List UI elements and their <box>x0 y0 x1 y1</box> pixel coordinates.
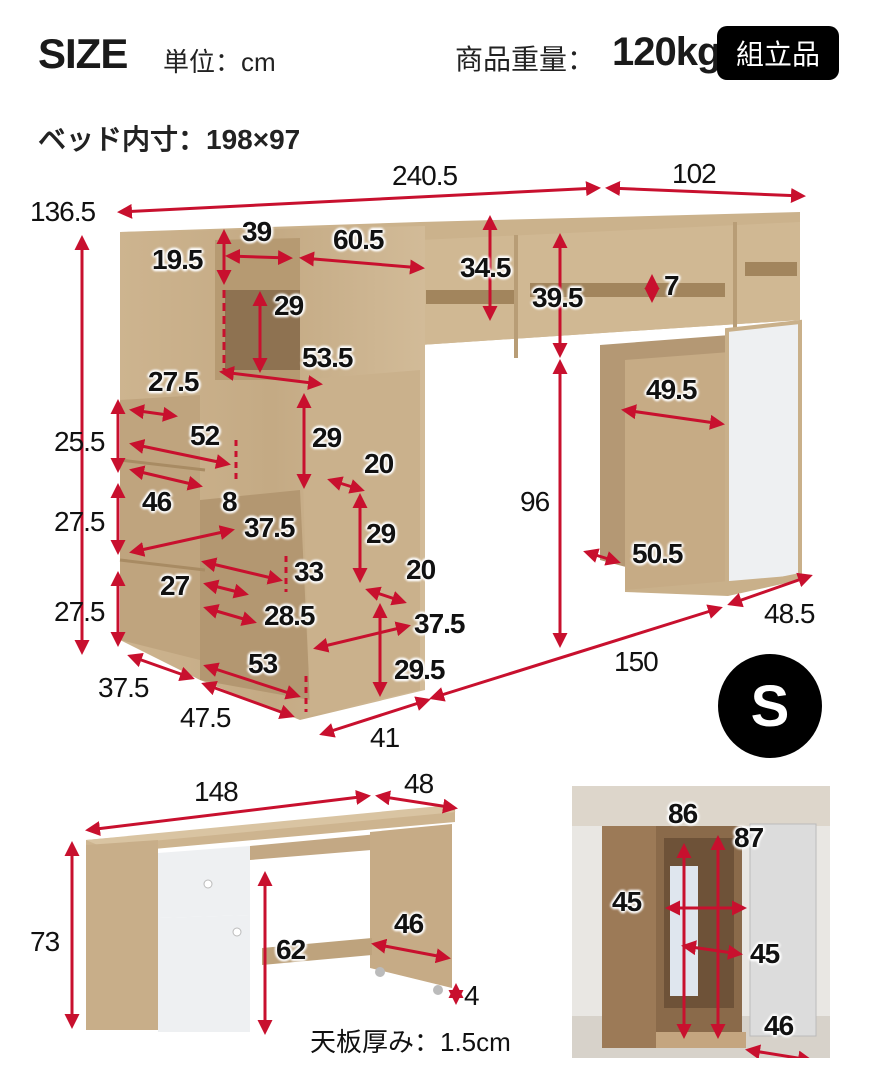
dim-cabinet-width: 48.5 <box>764 598 815 629</box>
dim-shelf-depth-1: 52 <box>190 420 220 451</box>
dim-shelf-height-1: 25.5 <box>54 426 105 457</box>
dim-shelf-height-2: 27.5 <box>54 506 105 537</box>
dim-shelf-width-lower: 27 <box>160 570 190 601</box>
dim-wardrobe-height-right: 87 <box>734 822 764 853</box>
dim-desk-height: 73 <box>30 926 60 957</box>
dim-under-length: 150 <box>614 646 659 677</box>
dim-shelf-depth-2: 46 <box>142 486 172 517</box>
size-s-badge: S <box>718 654 822 758</box>
size-title: SIZE <box>38 30 128 77</box>
loft-bed-illustration <box>74 180 813 738</box>
dim-stair-top-depth: 60.5 <box>333 224 384 255</box>
dim-step-tread-2: 20 <box>406 554 436 585</box>
dim-step-depth-2: 33 <box>294 556 324 587</box>
dim-total-length: 240.5 <box>392 160 458 191</box>
dim-step-bottom-width: 37.5 <box>414 608 465 639</box>
dim-shelf-base-depth: 37.5 <box>98 672 149 703</box>
dim-stair-base-width: 41 <box>370 722 400 753</box>
dim-wardrobe-height-left: 86 <box>668 798 698 829</box>
dim-shelf-depth-3: 37.5 <box>244 512 295 543</box>
desk-illustration <box>64 790 464 1035</box>
dim-wardrobe-inner-depth: 45 <box>750 938 780 969</box>
assembly-badge: 組立品 <box>717 26 839 80</box>
dim-step-tread-1: 20 <box>364 448 394 479</box>
dim-stair-top-width: 39 <box>242 216 272 247</box>
dim-stair-top-step: 19.5 <box>152 244 203 275</box>
wardrobe-photo <box>572 786 830 1058</box>
dim-desk-caster-height: 4 <box>464 980 480 1011</box>
dim-step-depth-1: 53.5 <box>302 342 353 373</box>
dim-cabinet-inner-depth: 49.5 <box>646 374 697 405</box>
dim-under-clearance: 96 <box>520 486 550 517</box>
dim-step-bottom-depth: 53 <box>248 648 278 679</box>
dim-shelf-gap: 8 <box>222 486 238 517</box>
dim-step-rise-3: 29 <box>366 518 396 549</box>
dim-step-bottom-height: 29.5 <box>394 654 445 685</box>
dim-wardrobe-inner-width: 45 <box>612 886 642 917</box>
dim-desk-knee-height: 62 <box>276 934 306 965</box>
weight-label: 商品重量： <box>455 44 596 75</box>
dim-guard-height-left: 34.5 <box>460 252 511 283</box>
dim-wardrobe-door-width: 46 <box>764 1010 794 1041</box>
dim-shelf-top-width: 27.5 <box>148 366 199 397</box>
dim-desk-leg-depth: 46 <box>394 908 424 939</box>
unit-label: 単位：cm <box>163 47 276 77</box>
bed-inner-size: ベッド内寸：198×97 <box>38 124 301 155</box>
dim-shelf-height-3: 27.5 <box>54 596 105 627</box>
dim-total-width: 102 <box>672 158 717 189</box>
dim-cabinet-leg-depth: 50.5 <box>632 538 683 569</box>
dim-total-height: 136.5 <box>30 196 96 227</box>
desk-top-thickness-note: 天板厚み：1.5cm <box>310 1027 511 1057</box>
dim-shelf-depth-4: 28.5 <box>264 600 315 631</box>
dim-guard-slot: 7 <box>664 270 680 301</box>
weight-value: 120kg <box>612 30 721 74</box>
dim-desk-width: 148 <box>194 776 239 807</box>
dim-desk-depth: 48 <box>404 768 434 799</box>
dim-guard-height-right: 39.5 <box>532 282 583 313</box>
dim-step-rise-1: 29 <box>274 290 304 321</box>
dim-step-rise-2: 29 <box>312 422 342 453</box>
dim-stair-base-depth: 47.5 <box>180 702 231 733</box>
